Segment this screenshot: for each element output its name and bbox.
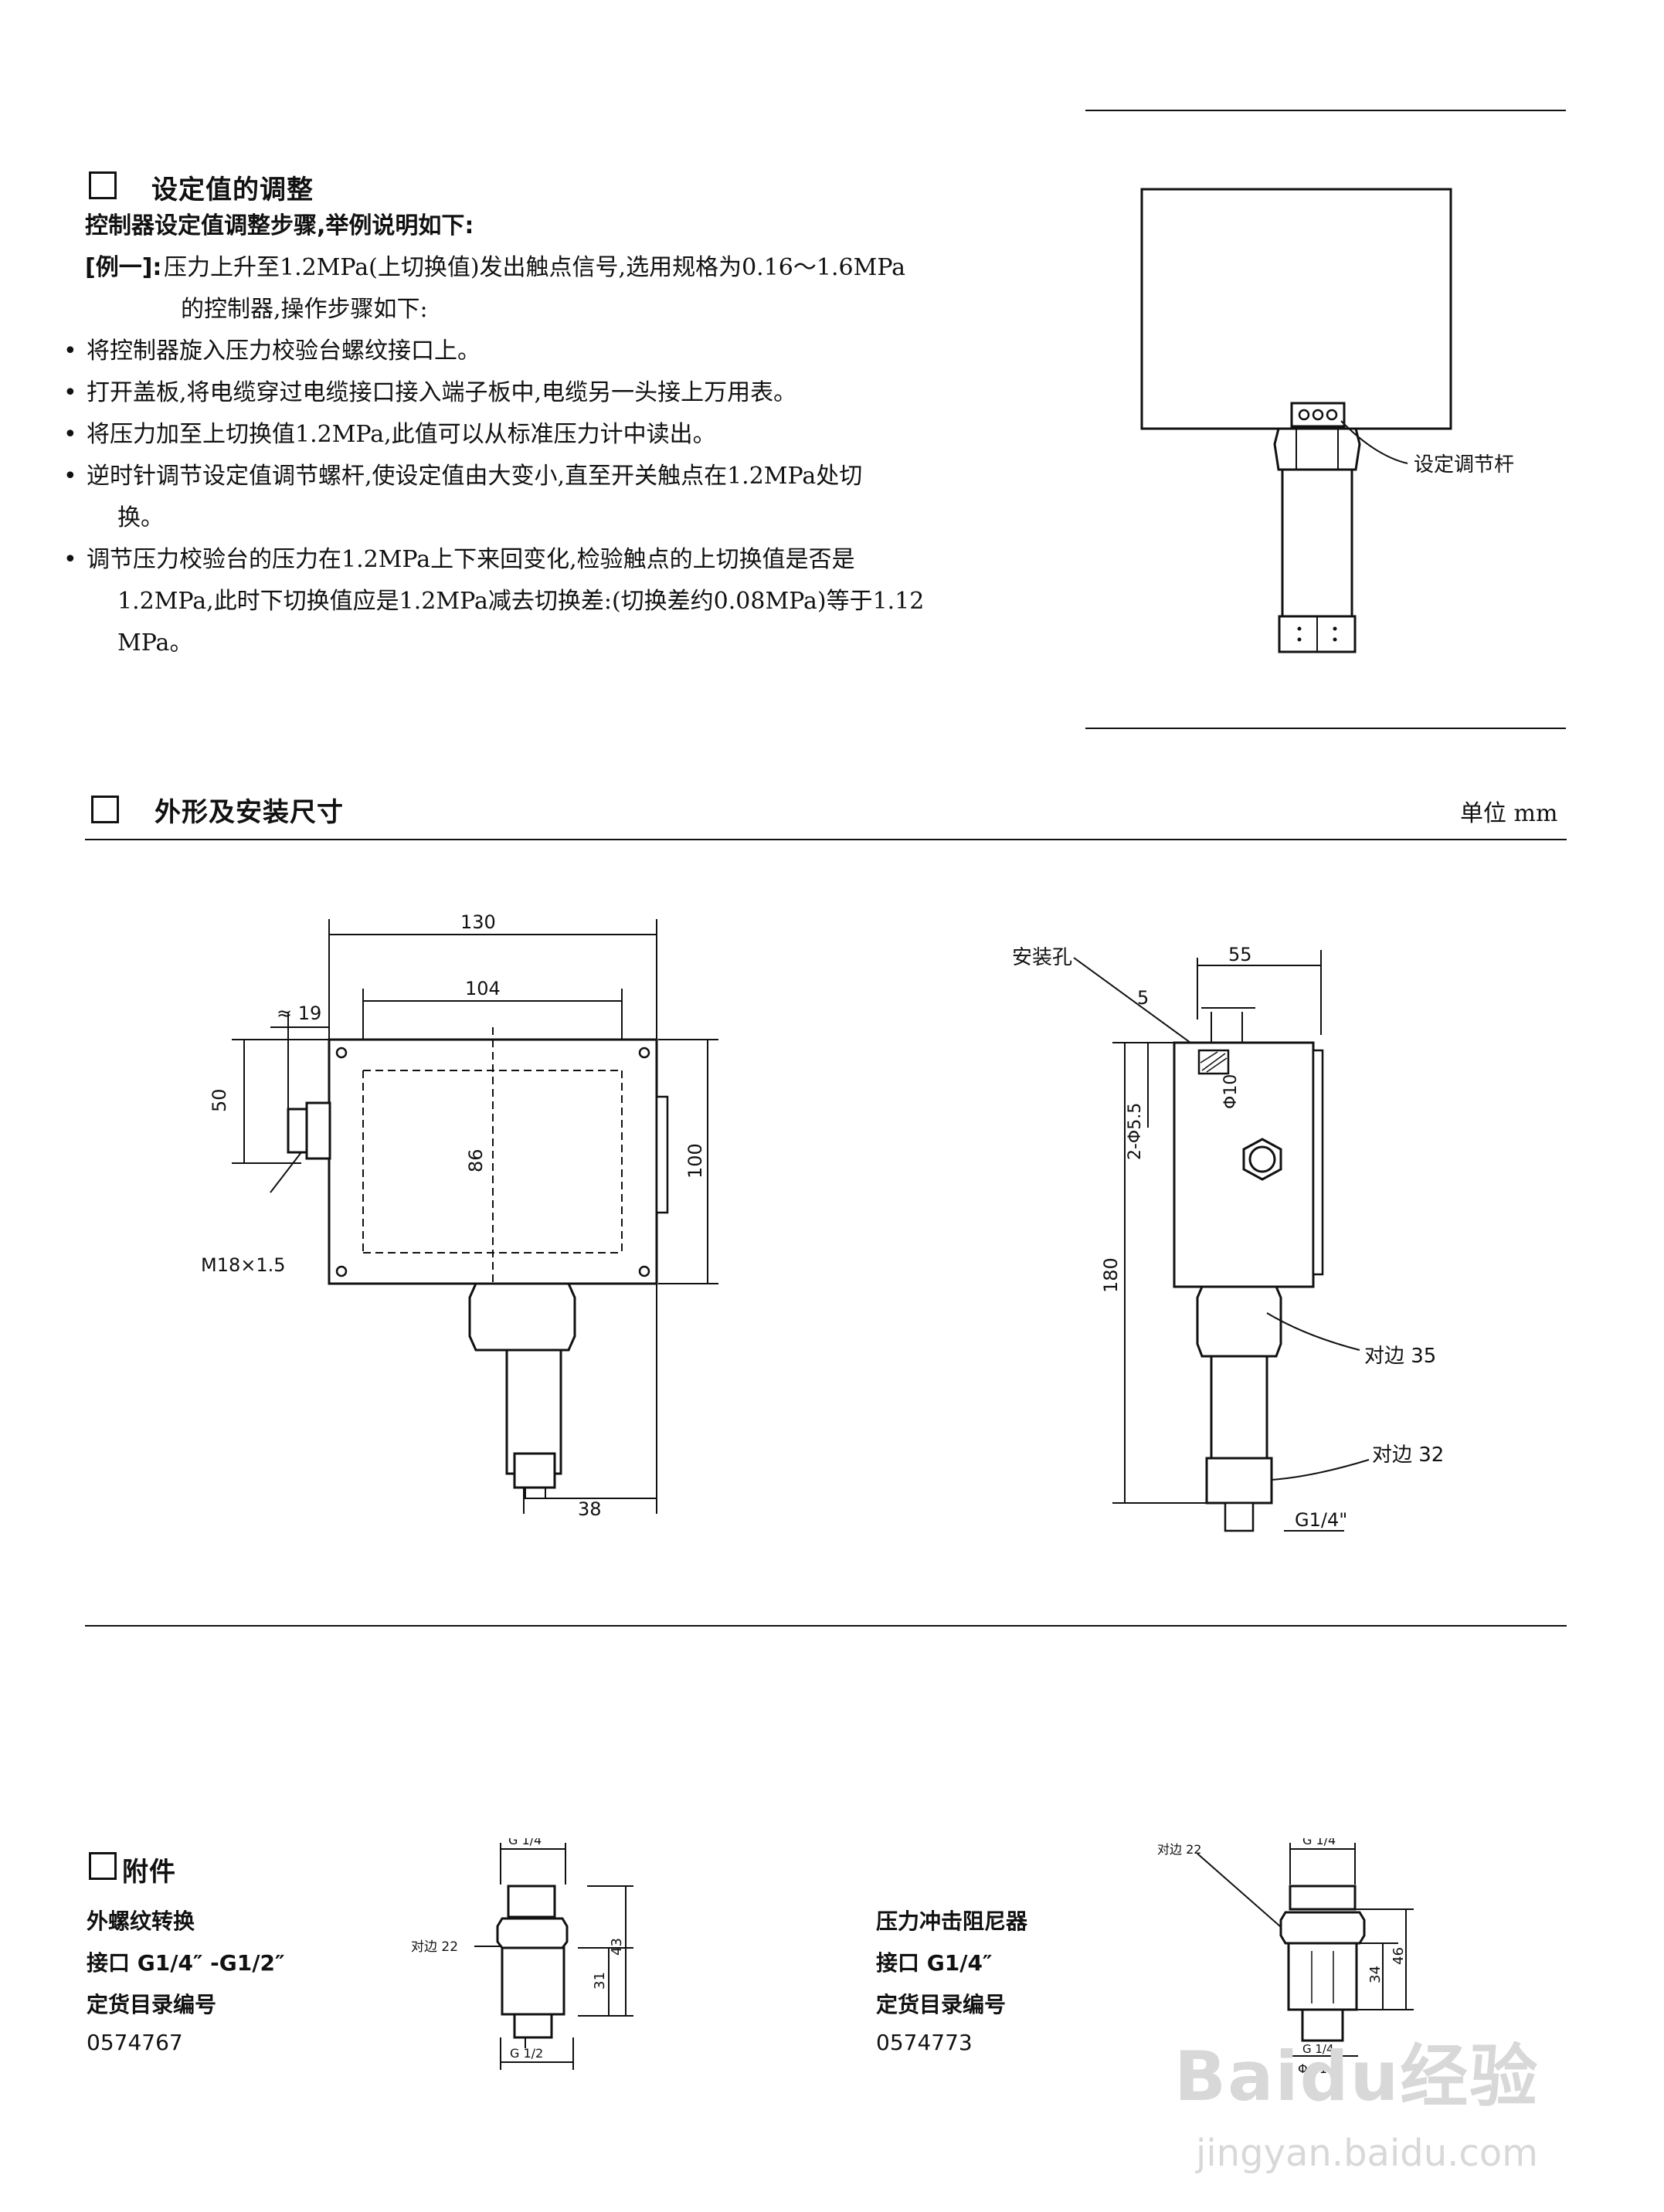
hex35-label: 对边 35 [1364, 1345, 1436, 1368]
acc2-d46: 46 [1391, 1947, 1407, 1965]
acc2-order-label: 定货目录编号 [876, 1992, 1007, 2017]
acc1-drawing: G 1/4 对边 22 31 43 G 1/2 [411, 1838, 633, 2070]
dim-55: 55 [1228, 944, 1252, 965]
acc2-port: 接口 G1/4″ [876, 1950, 993, 1976]
setpoint-adjuster-figure: 设定调节杆 [1140, 188, 1514, 653]
acc2-drawing: 对边 22 G 1/4 34 46 G 1/4 Φ 21.5 [1157, 1838, 1414, 2076]
dim-104: 104 [465, 978, 501, 999]
hex32-label: 对边 32 [1372, 1444, 1444, 1467]
acc1-port: 接口 G1/4″ -G1/2″ [87, 1950, 285, 1976]
example-line1: 压力上升至1.2MPa(上切换值)发出触点信号,选用规格为0.16～1.6MPa [164, 254, 906, 281]
watermark-brand: Baidu经验 [1174, 2037, 1540, 2116]
thread-label: M18×1.5 [201, 1254, 286, 1276]
dim-130: 130 [460, 911, 496, 933]
adjuster-label: 设定调节杆 [1414, 453, 1514, 477]
dim-180: 180 [1100, 1257, 1122, 1293]
top-right-rule [1085, 110, 1566, 111]
dim-86: 86 [465, 1148, 487, 1172]
bullet-5: 调节压力校验台的压力在1.2MPa上下来回变化,检验触点的上切换值是否是 [63, 539, 1052, 581]
acc1-hex-label: 对边 22 [411, 1939, 458, 1955]
watermark-url: jingyan.baidu.com [1196, 2132, 1538, 2175]
acc2-top-label: G 1/4 [1302, 1838, 1336, 1847]
acc1-bottom-label: G 1/2 [510, 2046, 543, 2061]
unit-label: 单位 mm [1460, 800, 1558, 827]
dim-19: ≈ 19 [277, 1003, 321, 1024]
acc1-d43: 43 [609, 1938, 625, 1956]
acc2-name: 压力冲击阻尼器 [876, 1908, 1028, 1934]
dim-5: 5 [1137, 987, 1149, 1009]
dim-hole: 2-Φ5.5 [1126, 1103, 1145, 1160]
acc1-name: 外螺纹转换 [87, 1908, 195, 1934]
dim-50: 50 [209, 1088, 230, 1112]
section1-bottom-rule [1085, 728, 1566, 729]
section1-title: 设定值的调整 [151, 175, 314, 205]
bullet-1: 将控制器旋入压力校验台螺纹接口上。 [63, 331, 1052, 372]
section2-rule [85, 839, 1567, 840]
acc1-d31: 31 [592, 1972, 608, 1990]
section2-bottom-rule [85, 1625, 1567, 1627]
section2-title: 外形及安装尺寸 [155, 797, 344, 828]
section1-intro: 控制器设定值调整步骤,举例说明如下: [85, 212, 474, 239]
acc1-order-label: 定货目录编号 [87, 1992, 217, 2017]
acc1-top-label: G 1/4 [508, 1838, 542, 1847]
section3-title: 附件 [122, 1857, 176, 1888]
acc2-order-no: 0574773 [876, 2030, 973, 2055]
bullet-5-cont2: MPa。 [117, 629, 193, 656]
port-label: G1/4" [1295, 1509, 1347, 1531]
section2-checkbox [91, 796, 119, 823]
acc1-order-no: 0574767 [87, 2030, 183, 2055]
bullet-2: 打开盖板,将电缆穿过电缆接口接入端子板中,电缆另一头接上万用表。 [63, 372, 1052, 414]
bullet-5-cont1: 1.2MPa,此时下切换值应是1.2MPa减去切换差:(切换差约0.08MPa)… [117, 588, 925, 615]
acc2-bottom-label: G 1/4 [1302, 2042, 1334, 2056]
front-view-drawing: 130 104 ≈ 19 50 86 100 38 M18×1.5 [201, 911, 718, 1520]
section1-checkbox [89, 171, 117, 199]
example-line2: 的控制器,操作步骤如下: [181, 296, 428, 323]
acc2-dia-label: Φ 21.5 [1298, 2061, 1339, 2076]
acc2-hex-label: 对边 22 [1157, 1842, 1201, 1857]
bullet-3: 将压力加至上切换值1.2MPa,此值可以从标准压力计中读出。 [63, 414, 1052, 456]
acc2-d34: 34 [1367, 1966, 1384, 1983]
side-view-drawing: 安装孔 55 5 2-Φ5.5 Φ10 180 对边 35 对边 32 G1/4… [1012, 944, 1444, 1532]
mount-hole-label: 安装孔 [1012, 946, 1072, 969]
dim-38: 38 [578, 1498, 602, 1520]
bullet-4: 逆时针调节设定值调节螺杆,使设定值由大变小,直至开关触点在1.2MPa处切 [63, 456, 1052, 497]
dim-phi10: Φ10 [1221, 1074, 1241, 1109]
dim-100: 100 [684, 1143, 706, 1179]
example-tag: [例一]: [85, 254, 162, 281]
bullet-4-cont: 换。 [117, 504, 164, 531]
section3-checkbox [89, 1852, 117, 1880]
